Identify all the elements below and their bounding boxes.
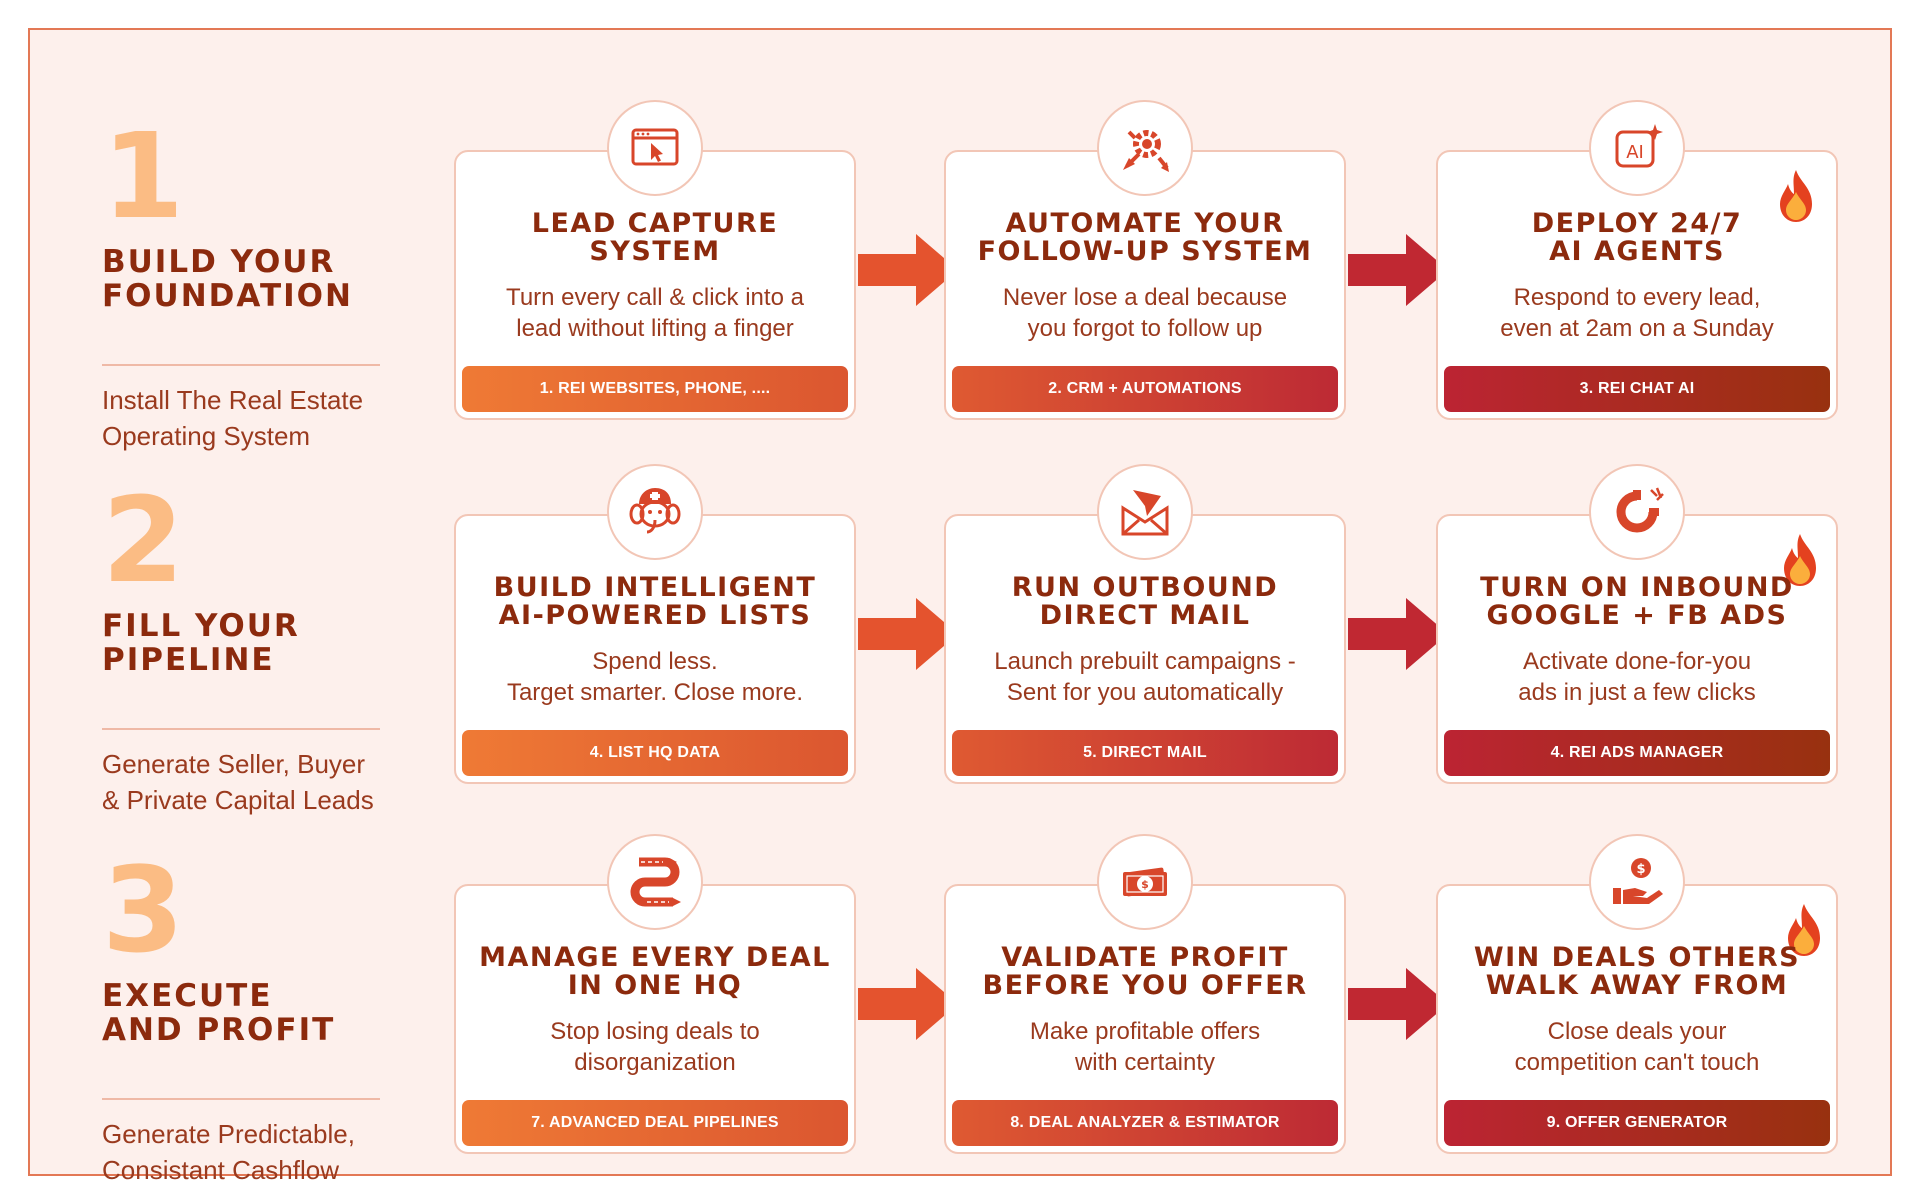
svg-text:AI: AI	[1626, 142, 1644, 163]
product-pill-button[interactable]: 1. REI WEBSITES, PHONE, ....	[462, 366, 848, 412]
stage-2-header: 2 FILL YOUR PIPELINE Generate Seller, Bu…	[102, 466, 422, 815]
stage-divider	[102, 364, 380, 366]
product-pill-button[interactable]: 4. LIST HQ DATA	[462, 730, 848, 776]
card-title: TURN ON INBOUND GOOGLE + FB ADS	[1480, 572, 1794, 631]
magnet-icon	[1589, 464, 1685, 560]
product-pill-button[interactable]: 9. OFFER GENERATOR	[1444, 1100, 1830, 1146]
stage-row-2: 2 FILL YOUR PIPELINE Generate Seller, Bu…	[30, 464, 1890, 815]
card-description: Launch prebuilt campaigns - Sent for you…	[994, 648, 1296, 706]
stage-title: EXECUTE AND PROFIT	[102, 978, 336, 1048]
flow-arrow-icon	[858, 598, 958, 670]
card-deal-pipelines[interactable]: MANAGE EVERY DEAL IN ONE HQ Stop losing …	[454, 834, 856, 1154]
card-inbound-ads[interactable]: TURN ON INBOUND GOOGLE + FB ADS Activate…	[1436, 464, 1838, 784]
product-pill-button[interactable]: 4. REI ADS MANAGER	[1444, 730, 1830, 776]
card-title: AUTOMATE YOUR FOLLOW-UP SYSTEM	[977, 208, 1313, 267]
stage-description: Install The Real Estate Operating System	[102, 385, 364, 451]
stage-description: Generate Predictable, Consistant Cashflo…	[102, 1119, 355, 1185]
stage-number: 1	[102, 107, 185, 245]
card-direct-mail[interactable]: RUN OUTBOUND DIRECT MAIL Launch prebuilt…	[944, 464, 1346, 784]
card-title: RUN OUTBOUND DIRECT MAIL	[1011, 572, 1279, 631]
envelope-icon	[1097, 464, 1193, 560]
flow-arrow-icon	[1348, 234, 1448, 306]
fire-icon	[1780, 170, 1812, 222]
stage-1-header: 1 BUILD YOUR FOUNDATION Install The Real…	[102, 102, 422, 451]
flow-arrow-icon	[1348, 598, 1448, 670]
card-description: Make profitable offers with certainty	[1029, 1018, 1261, 1076]
stage-3-header: 3 EXECUTE AND PROFIT Generate Predictabl…	[102, 836, 422, 1185]
stage-divider	[102, 1098, 380, 1100]
product-pill-button[interactable]: 5. DIRECT MAIL	[952, 730, 1338, 776]
card-deal-analyzer[interactable]: $ VALIDATE PROFIT BEFORE YOU OFFER Make …	[944, 834, 1346, 1154]
card-title: VALIDATE PROFIT BEFORE YOU OFFER	[982, 942, 1308, 1001]
card-description: Never lose a deal because you forgot to …	[1002, 284, 1288, 342]
cash-bill-icon: $	[1097, 834, 1193, 930]
browser-cursor-icon	[607, 100, 703, 196]
card-title: DEPLOY 24/7 AI AGENTS	[1531, 208, 1743, 267]
flow-arrow-icon	[1348, 968, 1448, 1040]
fire-icon	[1784, 534, 1816, 586]
card-title: LEAD CAPTURE SYSTEM	[531, 208, 779, 267]
stage-number: 3	[102, 841, 185, 979]
svg-text:$: $	[1141, 878, 1149, 891]
flow-arrow-icon	[858, 968, 958, 1040]
card-title: BUILD INTELLIGENT AI-POWERED LISTS	[493, 572, 817, 631]
card-description: Stop losing deals to disorganization	[550, 1018, 760, 1076]
card-automate-follow-up[interactable]: AUTOMATE YOUR FOLLOW-UP SYSTEM Never los…	[944, 100, 1346, 420]
flow-arrow-icon	[858, 234, 958, 306]
svg-text:$: $	[1636, 862, 1645, 877]
fire-icon	[1788, 904, 1820, 956]
product-pill-button[interactable]: 2. CRM + AUTOMATIONS	[952, 366, 1338, 412]
infographic-frame: 1 BUILD YOUR FOUNDATION Install The Real…	[28, 28, 1892, 1185]
ai-chip-icon: AI	[1589, 100, 1685, 196]
hand-coin-icon: $	[1589, 834, 1685, 930]
product-pill-button[interactable]: 3. REI CHAT AI	[1444, 366, 1830, 412]
stage-description: Generate Seller, Buyer & Private Capital…	[102, 749, 374, 815]
stage-row-1: 1 BUILD YOUR FOUNDATION Install The Real…	[30, 100, 1890, 451]
card-description: Close deals your competition can't touch	[1514, 1018, 1760, 1076]
card-title: MANAGE EVERY DEAL IN ONE HQ	[479, 942, 831, 1001]
stage-title: FILL YOUR PIPELINE	[102, 608, 300, 678]
card-ai-lists[interactable]: BUILD INTELLIGENT AI-POWERED LISTS Spend…	[454, 464, 856, 784]
product-pill-button[interactable]: 8. DEAL ANALYZER & ESTIMATOR	[952, 1100, 1338, 1146]
elephant-mascot-icon	[607, 464, 703, 560]
stage-row-3: 3 EXECUTE AND PROFIT Generate Predictabl…	[30, 834, 1890, 1185]
card-offer-generator[interactable]: $ WIN DEALS OTHERS WALK AWAY FROM Close …	[1436, 834, 1838, 1154]
stage-divider	[102, 728, 380, 730]
gear-arrows-icon	[1097, 100, 1193, 196]
card-description: Turn every call & click into a lead with…	[506, 284, 804, 342]
card-ai-agents[interactable]: AI DEPLOY 24/7 AI AGENTS Respond to ever…	[1436, 100, 1838, 420]
stage-number: 2	[102, 471, 185, 609]
product-pill-button[interactable]: 7. ADVANCED DEAL PIPELINES	[462, 1100, 848, 1146]
card-description: Activate done-for-you ads in just a few …	[1518, 648, 1756, 706]
card-description: Spend less. Target smarter. Close more.	[506, 648, 804, 706]
card-description: Respond to every lead, even at 2am on a …	[1500, 284, 1774, 342]
card-title: WIN DEALS OTHERS WALK AWAY FROM	[1473, 942, 1801, 1001]
card-lead-capture[interactable]: LEAD CAPTURE SYSTEM Turn every call & cl…	[454, 100, 856, 420]
pipeline-road-icon	[607, 834, 703, 930]
stage-title: BUILD YOUR FOUNDATION	[102, 244, 353, 314]
